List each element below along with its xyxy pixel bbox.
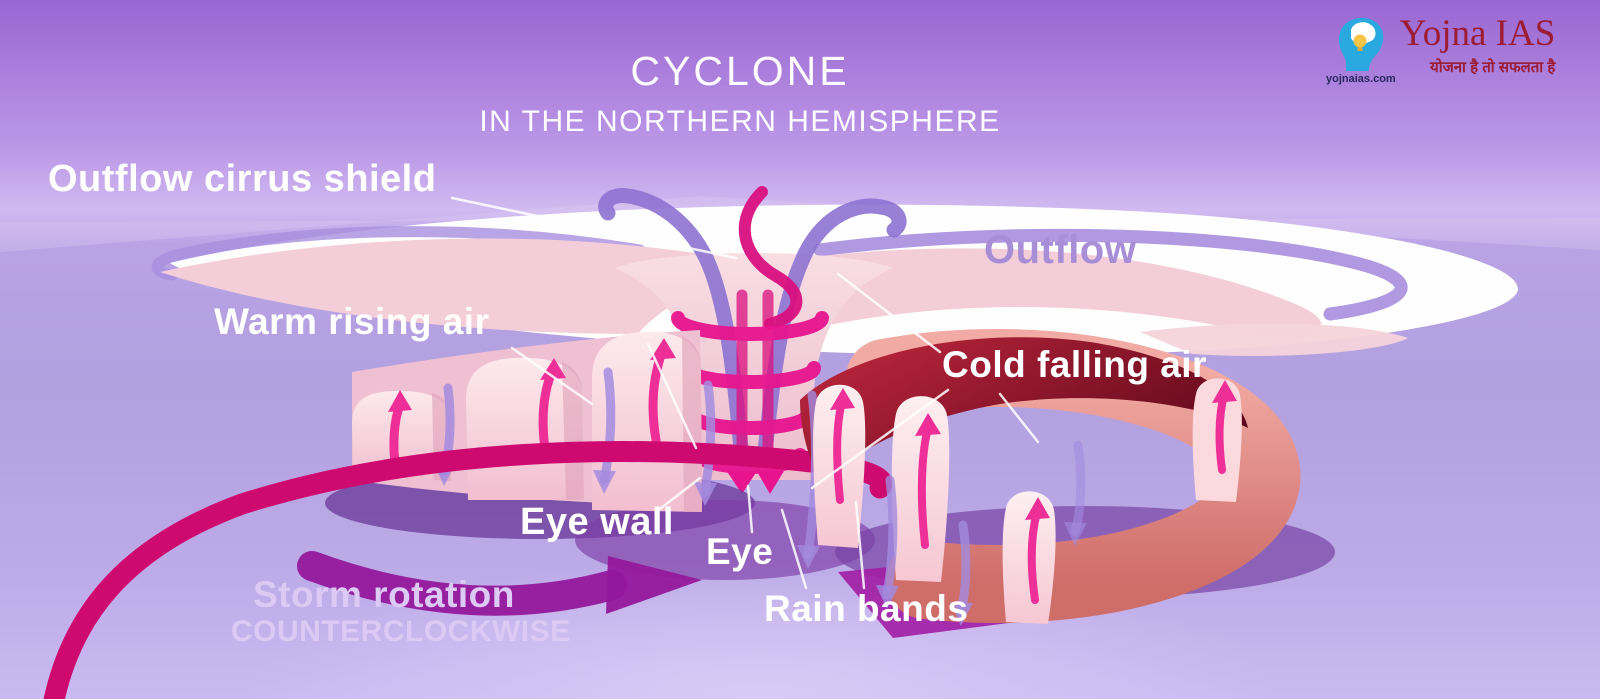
warm-updraft-arrowheads-left <box>388 338 676 412</box>
yojna-ias-logo: yojnaias.com Yojna IAS योजना है तो सफलता… <box>1326 13 1556 85</box>
page-title: CYCLONE <box>630 48 850 94</box>
outflow-swoosh-left <box>151 226 646 281</box>
label-eye-wall: Eye wall <box>520 501 674 543</box>
eye-downdraft-arrowhead-right <box>756 470 784 494</box>
rain-band-segment-left-3 <box>592 331 702 512</box>
warm-updraft-arrowheads-right <box>830 380 1237 520</box>
outflow-stream-left <box>598 188 750 468</box>
cloud-deck-right <box>772 248 1322 340</box>
title-block: CYCLONE IN THE NORTHERN HEMISPHERE <box>320 48 1160 139</box>
outflow-stream-right <box>756 198 907 468</box>
cold-downdraft-arrowhead-ring-back <box>797 545 820 569</box>
rain-band-ring-inner-wall <box>800 337 1248 486</box>
yojna-ias-head-icon <box>1338 17 1384 72</box>
rotation-arrowhead <box>606 556 702 614</box>
rotation-arrow-arc <box>297 551 627 616</box>
cloud-shadow-center <box>575 500 875 580</box>
label-rain-bands: Rain bands <box>764 588 969 629</box>
cold-downdraft-arrowheads-ring-front <box>876 585 973 626</box>
label-cold-falling-air: Cold falling air <box>942 344 1207 385</box>
label-storm-rotation: Storm rotation <box>253 574 515 615</box>
eye-downdraft-arrowhead-left <box>726 470 757 494</box>
logo-website: yojnaias.com <box>1326 73 1396 85</box>
logo-name: Yojna IAS <box>1399 13 1556 54</box>
cold-downdraft-arrowhead-ring-inner <box>1064 522 1087 546</box>
rain-band-segment-left-2 <box>466 357 584 500</box>
label-warm-rising-air: Warm rising air <box>214 301 490 342</box>
label-eye: Eye <box>706 531 774 572</box>
eye-spiral-top <box>738 186 803 330</box>
logo-tagline: योजना है तो सफलता है <box>1430 58 1556 76</box>
page-subtitle: IN THE NORTHERN HEMISPHERE <box>479 105 1001 138</box>
label-outflow: Outflow <box>984 228 1137 272</box>
outflow-ring-arc <box>813 228 1408 321</box>
warm-updraft-arrows-right <box>833 391 1228 604</box>
label-outflow-cirrus-shield: Outflow cirrus shield <box>48 158 437 200</box>
eye-funnel <box>615 253 893 480</box>
cloud-deck-left <box>160 238 748 334</box>
cloud-deck-sliver-right <box>1140 323 1408 357</box>
leader-lines <box>450 196 1040 590</box>
label-counterclockwise: COUNTERCLOCKWISE <box>231 615 571 648</box>
